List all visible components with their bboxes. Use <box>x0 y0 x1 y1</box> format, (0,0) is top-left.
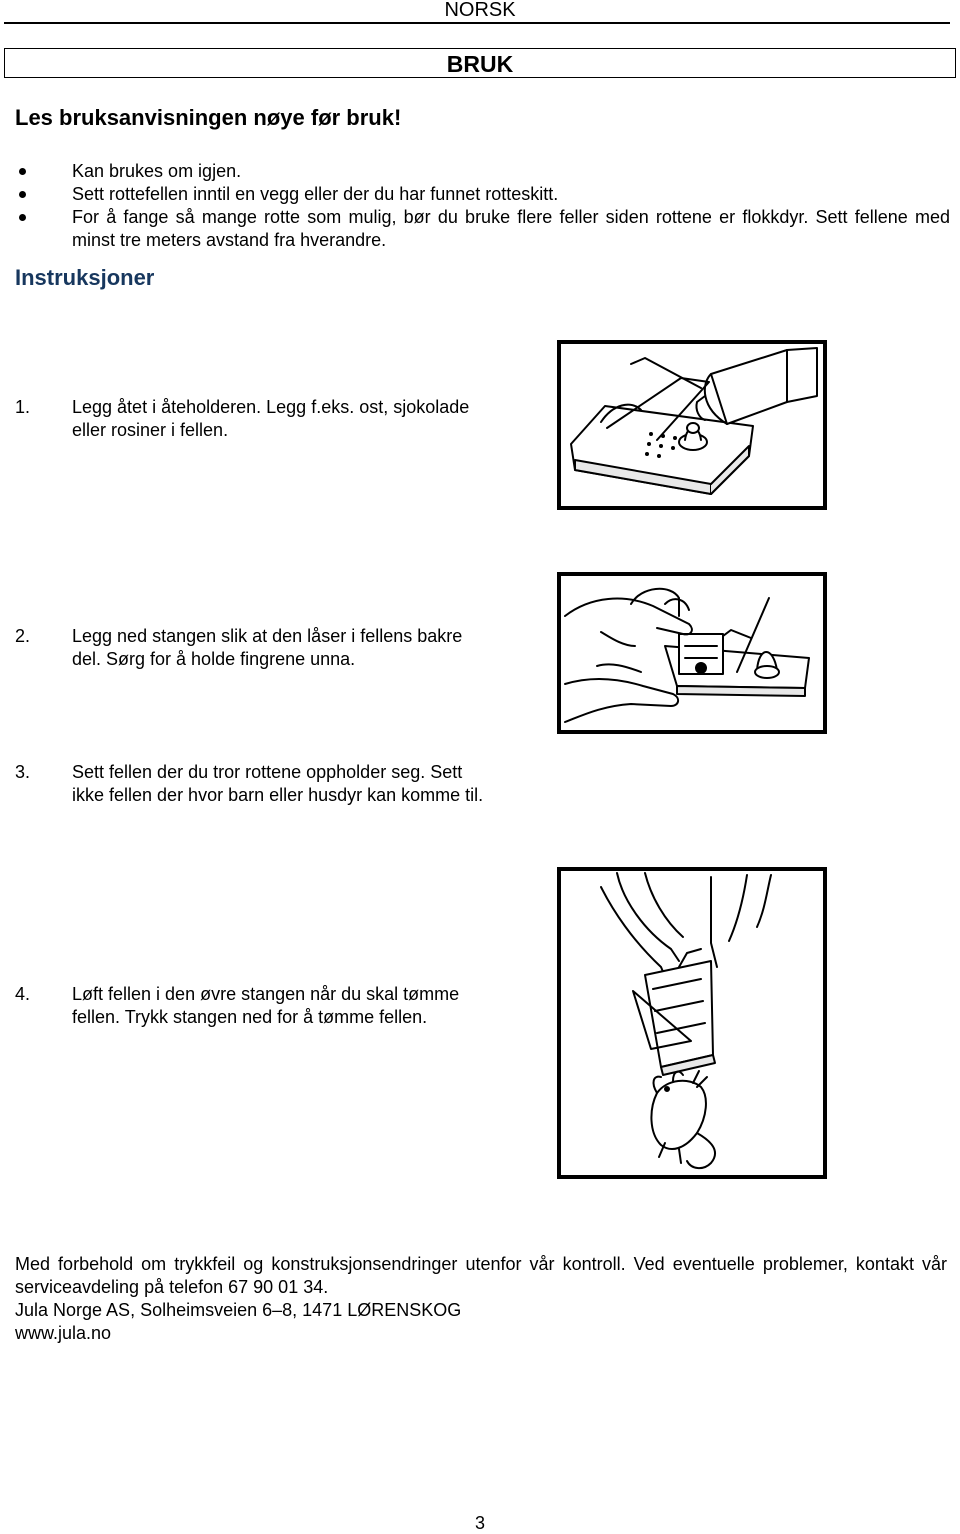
header-language: NORSK <box>444 0 516 21</box>
step-number: 3. <box>15 762 31 782</box>
set-trap-hands-illustration <box>557 572 827 734</box>
step-number: 1. <box>15 397 31 417</box>
list-item: Kan brukes om igjen. <box>15 160 950 183</box>
feature-list: Kan brukes om igjen. Sett rottefellen in… <box>15 160 950 252</box>
footer: Med forbehold om trykkfeil og konstruksj… <box>15 1253 947 1345</box>
list-item: For å fange så mange rotte som mulig, bø… <box>15 206 950 252</box>
step-number: 2. <box>15 626 31 646</box>
step-number: 4. <box>15 984 31 1004</box>
footer-address: Jula Norge AS, Solheimsveien 6–8, 1471 L… <box>15 1300 462 1320</box>
step-text: Legg ned stangen slik at den låser i fel… <box>72 626 463 669</box>
step-text: Sett fellen der du tror rottene oppholde… <box>72 762 484 805</box>
bullet-icon <box>19 214 26 221</box>
warning-heading: Les bruksanvisningen nøye før bruk! <box>15 105 402 130</box>
header-divider <box>4 22 950 24</box>
step-text: Legg åtet i åteholderen. Legg f.eks. ost… <box>72 397 470 440</box>
instruction-step-1: 1. Legg åtet i åteholderen. Legg f.eks. … <box>15 396 485 442</box>
instruction-step-4: 4. Løft fellen i den øvre stangen når du… <box>15 983 485 1029</box>
step-text: Løft fellen i den øvre stangen når du sk… <box>72 984 460 1027</box>
page-number: 3 <box>474 1513 485 1533</box>
instruction-step-3: 3. Sett fellen der du tror rottene oppho… <box>15 761 485 807</box>
list-item: Sett rottefellen inntil en vegg eller de… <box>15 183 950 206</box>
footer-disclaimer: Med forbehold om trykkfeil og konstruksj… <box>15 1254 947 1297</box>
bullet-icon <box>19 191 26 198</box>
section-title: BRUK <box>446 51 514 77</box>
empty-trap-rat-illustration <box>557 867 827 1179</box>
bullet-icon <box>19 168 26 175</box>
section-bar <box>4 48 956 78</box>
instruction-step-2: 2. Legg ned stangen slik at den låser i … <box>15 625 485 671</box>
footer-website: www.jula.no <box>15 1323 112 1343</box>
bait-trap-illustration <box>557 340 827 510</box>
instructions-heading: Instruksjoner <box>15 265 155 290</box>
